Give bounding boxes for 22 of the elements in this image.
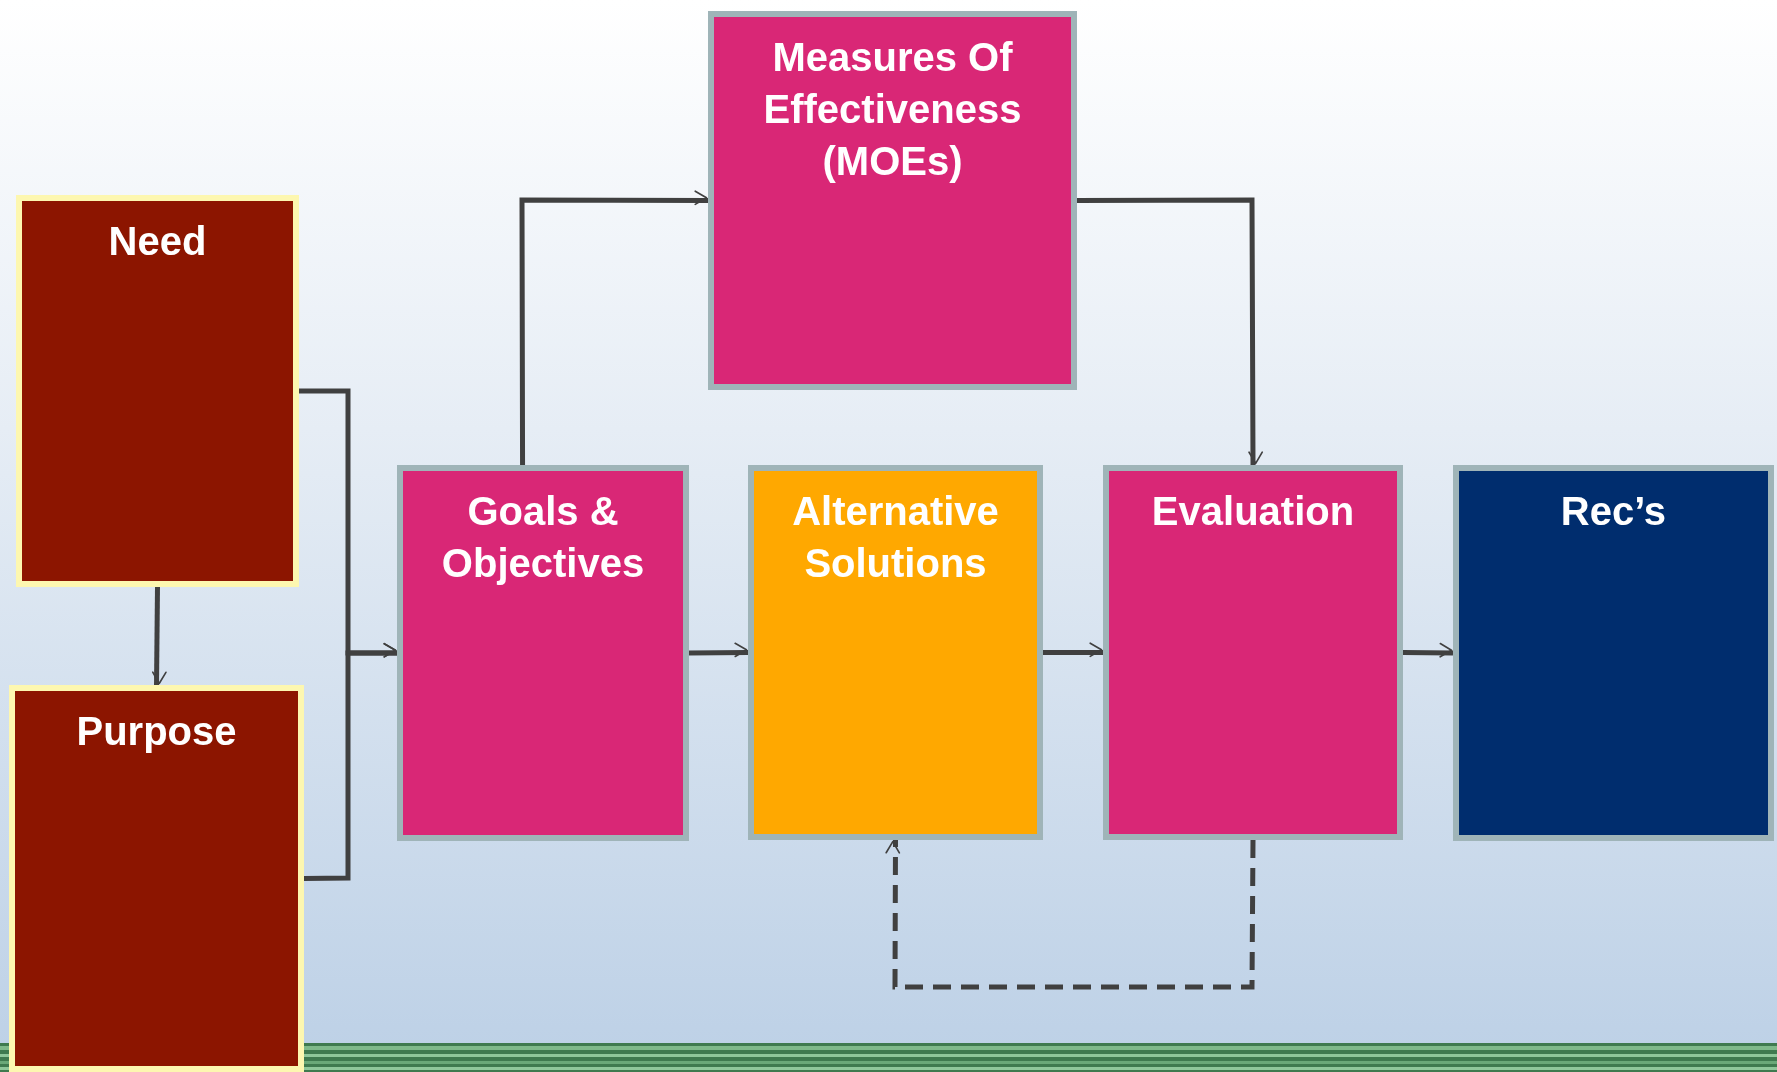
need-box [16, 195, 299, 587]
arrow [1402, 642, 1454, 659]
goals-box [397, 465, 689, 841]
recommendations-box [1453, 465, 1774, 841]
box-title: Alternative Solutions [791, 488, 1000, 587]
arrow [1077, 197, 1264, 465]
box-title: Measures Of Effectiveness (MOEs) [762, 34, 1023, 185]
box-title: Purpose [76, 708, 237, 755]
box-title: Need [108, 218, 207, 265]
purpose-box [9, 685, 304, 1072]
box-title: Goals & Objectives [440, 488, 646, 587]
box-title: Rec’s [1560, 488, 1667, 535]
box-title: Evaluation [1151, 488, 1355, 535]
solutions-box [748, 465, 1043, 840]
arrow [689, 641, 749, 658]
arrow [151, 586, 168, 686]
measures-box [708, 11, 1077, 390]
arrow [1043, 641, 1103, 658]
arrow [519, 189, 708, 465]
arrow [884, 840, 1256, 990]
evaluation-box [1103, 465, 1403, 840]
arrow [303, 642, 397, 881]
